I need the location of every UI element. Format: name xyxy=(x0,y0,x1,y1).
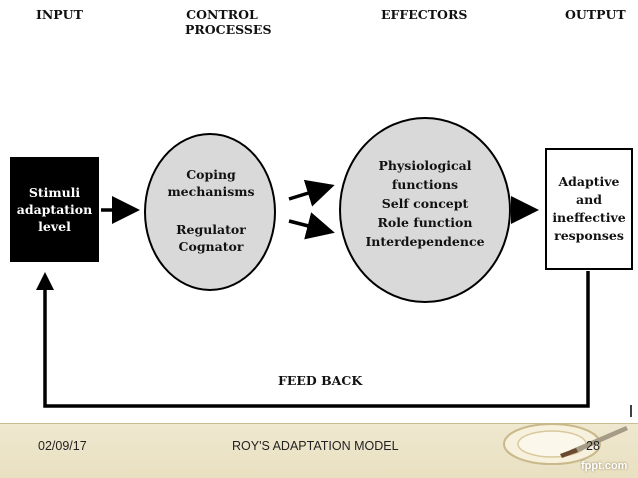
feedback-arrowhead xyxy=(36,272,54,290)
feedback-loop-line xyxy=(43,271,590,408)
footer-page-number: 28 xyxy=(586,439,600,453)
plate-knife-decoration-icon xyxy=(503,423,628,465)
coping-line1: Coping xyxy=(186,167,236,182)
control-processes-ellipse xyxy=(144,133,276,291)
effectors-ellipse xyxy=(339,117,511,303)
effector-functions: functions xyxy=(391,177,459,192)
arrow-control-to-effectors-lower xyxy=(288,212,335,240)
regulator-cognator-text: Regulator Cognator xyxy=(155,221,267,255)
effector-physiological: Physiological xyxy=(378,158,472,173)
regulator-label: Regulator xyxy=(176,222,246,237)
feedback-label: FEED BACK xyxy=(278,373,363,388)
footer-divider xyxy=(0,423,638,424)
footer-title: ROY'S ADAPTATION MODEL xyxy=(232,439,399,453)
footer-brand-watermark: fppt.com xyxy=(581,460,628,472)
effector-self-concept: Self concept xyxy=(381,196,469,211)
input-stimuli-box: Stimuli adaptation level xyxy=(10,157,99,262)
input-line3: level xyxy=(38,219,71,234)
header-input: INPUT xyxy=(36,7,83,22)
effector-interdependence: Interdependence xyxy=(365,234,485,249)
header-control-processes: CONTROL PROCESSES xyxy=(185,7,272,37)
effectors-text: Physiological functions Self concept Rol… xyxy=(352,156,498,251)
output-line4: responses xyxy=(554,228,624,243)
effector-role-function: Role function xyxy=(377,215,473,230)
output-line1: Adaptive xyxy=(558,174,620,189)
cognator-label: Cognator xyxy=(178,239,244,254)
header-effectors: EFFECTORS xyxy=(381,7,468,22)
coping-mechanisms-text: Coping mechanisms xyxy=(155,166,267,200)
coping-line2: mechanisms xyxy=(167,184,255,199)
output-line3: ineffective xyxy=(552,210,626,225)
output-responses-box: Adaptive and ineffective responses xyxy=(545,148,633,270)
header-output: OUTPUT xyxy=(565,7,626,22)
footer-date: 02/09/17 xyxy=(38,439,87,453)
arrow-control-to-effectors-upper xyxy=(288,179,335,207)
input-line1: Stimuli xyxy=(28,185,81,200)
input-line2: adaptation xyxy=(16,202,93,217)
header-control-line2: PROCESSES xyxy=(185,22,272,37)
header-control-line1: CONTROL xyxy=(186,7,258,22)
output-line2: and xyxy=(576,192,602,207)
